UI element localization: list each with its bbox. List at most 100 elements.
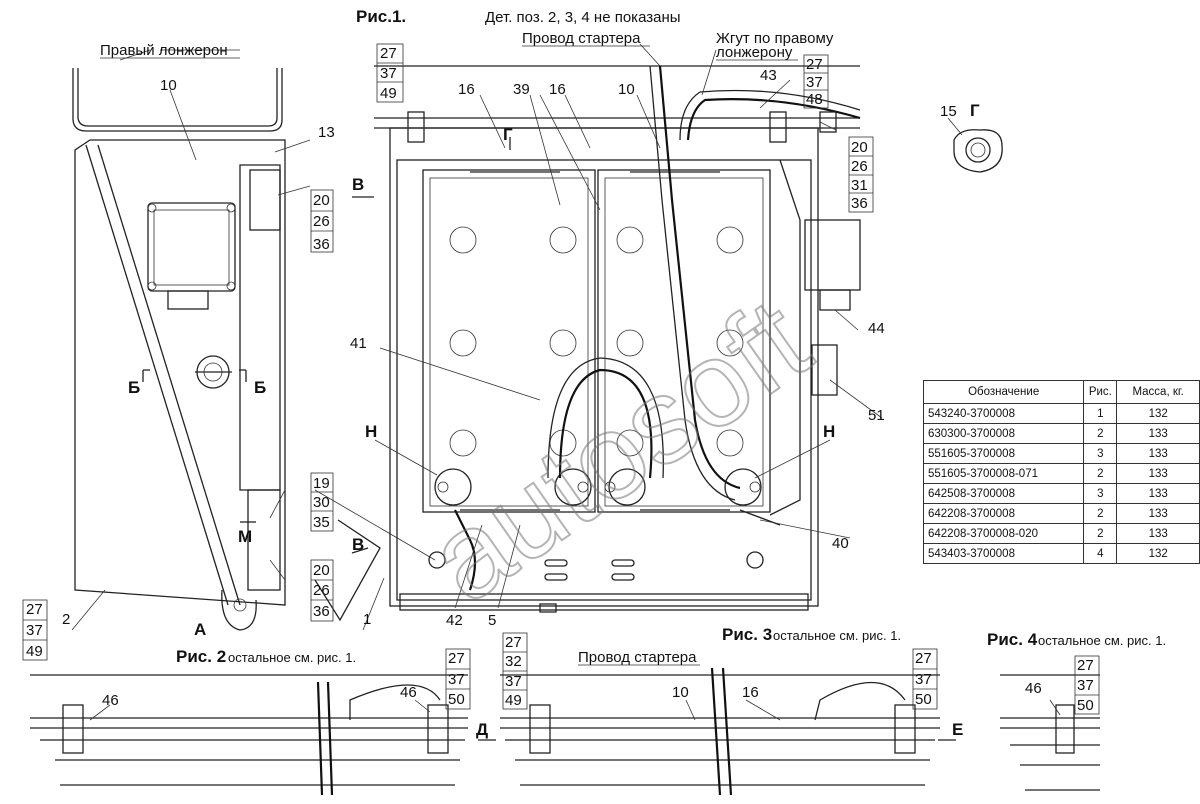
pos-26: 26 bbox=[313, 213, 330, 230]
pos-46: 46 bbox=[102, 692, 119, 709]
cell-mass: 132 bbox=[1116, 543, 1200, 564]
cell-mass: 133 bbox=[1116, 463, 1200, 484]
cell-designation: 551605-3700008-071 bbox=[922, 463, 1085, 484]
pos-10: 10 bbox=[618, 81, 635, 98]
pos-27: 27 bbox=[1077, 657, 1094, 674]
pos-50: 50 bbox=[1077, 697, 1094, 714]
section-letter-b: Б bbox=[254, 378, 266, 397]
pos-36: 36 bbox=[851, 195, 868, 212]
pos-27: 27 bbox=[448, 650, 465, 667]
cell-figure: 2 bbox=[1083, 523, 1118, 544]
view-letter-n: Н bbox=[823, 422, 835, 441]
cell-figure: 3 bbox=[1083, 443, 1118, 464]
pos-30: 30 bbox=[313, 494, 330, 511]
pos-15: 15 bbox=[940, 103, 957, 120]
pos-37: 37 bbox=[448, 671, 465, 688]
view-letter-v: В bbox=[352, 535, 364, 554]
pos-5: 5 bbox=[488, 612, 496, 629]
fig2-title: Рис. 2 bbox=[176, 647, 226, 666]
pos-27: 27 bbox=[915, 650, 932, 667]
pos-42: 42 bbox=[446, 612, 463, 629]
cell-designation: 543240-3700008 bbox=[922, 403, 1085, 424]
cell-mass: 133 bbox=[1116, 523, 1200, 544]
view-letters: Г Г В В Б Б Н Н М А Д Е bbox=[128, 101, 980, 739]
harness-label-2: лонжерону bbox=[716, 44, 793, 61]
fig4-title: Рис. 4 bbox=[987, 630, 1038, 649]
pos-20: 20 bbox=[313, 562, 330, 579]
cell-figure: 2 bbox=[1083, 503, 1118, 524]
cell-figure: 2 bbox=[1083, 423, 1118, 444]
view-letter-e: Е bbox=[952, 720, 963, 739]
pos-44: 44 bbox=[868, 320, 885, 337]
pos-27: 27 bbox=[505, 634, 522, 651]
pos-37: 37 bbox=[915, 671, 932, 688]
right-spar-label: Правый лонжерон bbox=[100, 42, 228, 59]
pos-50: 50 bbox=[448, 691, 465, 708]
pos-16: 16 bbox=[458, 81, 475, 98]
column-header: Обозначение bbox=[922, 380, 1085, 404]
pos-49: 49 bbox=[26, 643, 43, 660]
fig1-note: Дет. поз. 2, 3, 4 не показаны bbox=[485, 9, 681, 26]
position-numbers: 10 13 20 26 36 19 30 35 20 26 36 2 1 42 … bbox=[26, 45, 1094, 714]
pos-51: 51 bbox=[868, 407, 885, 424]
cell-designation: 642508-3700008 bbox=[922, 483, 1085, 504]
fig1-title: Рис.1. bbox=[356, 7, 406, 26]
cell-mass: 132 bbox=[1116, 403, 1200, 424]
starter-wire-label-fig3: Провод стартера bbox=[578, 649, 697, 666]
pos-27: 27 bbox=[26, 601, 43, 618]
cell-mass: 133 bbox=[1116, 483, 1200, 504]
pos-32: 32 bbox=[505, 653, 522, 670]
designation-table: Обозначение Рис. Масса, кг. 543240-37000… bbox=[922, 380, 1200, 564]
column-header: Масса, кг. bbox=[1116, 380, 1200, 404]
pos-19: 19 bbox=[313, 475, 330, 492]
pos-50: 50 bbox=[915, 691, 932, 708]
cell-figure: 1 bbox=[1083, 403, 1118, 424]
fig3-note: остальное см. рис. 1. bbox=[773, 628, 901, 643]
pos-26: 26 bbox=[313, 582, 330, 599]
fig2-note: остальное см. рис. 1. bbox=[228, 650, 356, 665]
starter-wire-label: Провод стартера bbox=[522, 30, 641, 47]
section-letter-b: Б bbox=[128, 378, 140, 397]
view-letter-a: А bbox=[194, 620, 206, 639]
callout-texts: Правый лонжерон Провод стартера Жгут по … bbox=[100, 30, 834, 666]
pos-43: 43 bbox=[760, 67, 777, 84]
number-frames bbox=[22, 43, 1100, 715]
cell-mass: 133 bbox=[1116, 503, 1200, 524]
fig4-note: остальное см. рис. 1. bbox=[1038, 633, 1166, 648]
harness-label: Жгут по правому bbox=[716, 30, 834, 47]
pos-37: 37 bbox=[26, 622, 43, 639]
pos-16: 16 bbox=[549, 81, 566, 98]
cell-designation: 642208-3700008-020 bbox=[922, 523, 1085, 544]
pos-37: 37 bbox=[806, 74, 823, 91]
view-letter-v: В bbox=[352, 175, 364, 194]
fig4-section bbox=[1000, 674, 1100, 791]
pos-37: 37 bbox=[380, 65, 397, 82]
cell-designation: 551605-3700008 bbox=[922, 443, 1085, 464]
side-view bbox=[71, 68, 436, 631]
cell-designation: 543403-3700008 bbox=[922, 543, 1085, 564]
pos-20: 20 bbox=[851, 139, 868, 156]
view-letter-n: Н bbox=[365, 422, 377, 441]
fig3-title: Рис. 3 bbox=[722, 625, 772, 644]
fig2-section bbox=[30, 674, 468, 796]
pos-26: 26 bbox=[851, 158, 868, 175]
pos-27: 27 bbox=[806, 56, 823, 73]
battery-plugs bbox=[449, 226, 744, 457]
cell-figure: 4 bbox=[1083, 543, 1118, 564]
cell-designation: 630300-3700008 bbox=[922, 423, 1085, 444]
pos-36: 36 bbox=[313, 603, 330, 620]
pos-37: 37 bbox=[1077, 677, 1094, 694]
pos-39: 39 bbox=[513, 81, 530, 98]
pos-49: 49 bbox=[380, 85, 397, 102]
pos-1: 1 bbox=[363, 611, 371, 628]
pos-41: 41 bbox=[350, 335, 367, 352]
view-g-detail bbox=[947, 117, 1003, 173]
pos-27: 27 bbox=[380, 45, 397, 62]
view-letter-m: М bbox=[238, 527, 252, 546]
